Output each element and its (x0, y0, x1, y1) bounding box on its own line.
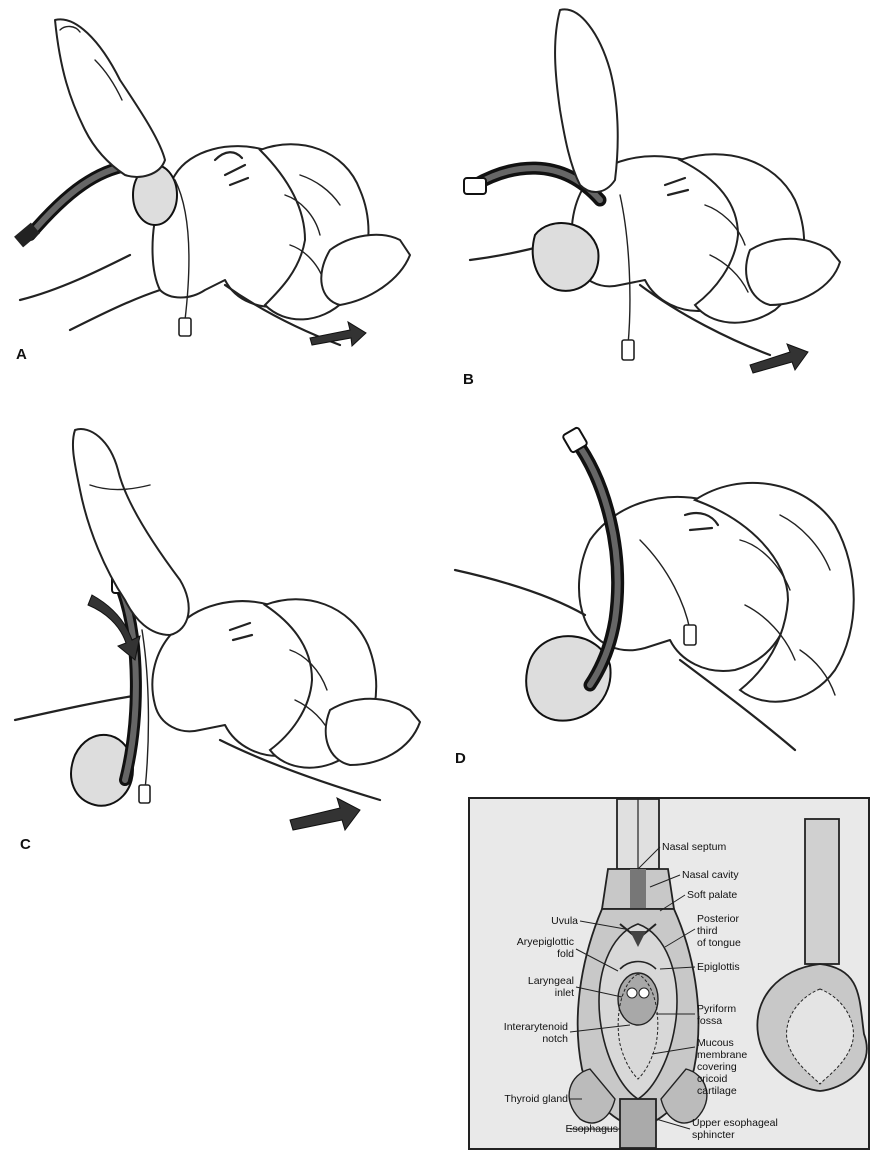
panel-b-illustration (440, 0, 873, 400)
label-posterior-third-1: Posterior (697, 913, 739, 925)
label-mucous-1: Mucous (697, 1037, 734, 1049)
label-pyriform-2: fossa (697, 1015, 722, 1027)
label-mucous-4: cricoid (697, 1073, 727, 1085)
label-laryngeal-1: Laryngeal (528, 975, 574, 987)
label-mucous-2: membrane (697, 1049, 747, 1061)
label-posterior-third-2: third (697, 925, 717, 937)
anatomy-inset: Nasal septum Nasal cavity Soft palate Po… (468, 797, 870, 1150)
label-esophagus: Esophagus (565, 1123, 618, 1135)
label-interarytenoid-2: notch (542, 1033, 568, 1045)
label-upper-esophageal-2: sphincter (692, 1129, 735, 1141)
panel-c-label: C (20, 836, 31, 853)
label-laryngeal-2: inlet (555, 987, 574, 999)
panel-a-label: A (16, 346, 27, 363)
label-epiglottis: Epiglottis (697, 961, 740, 973)
label-thyroid-gland: Thyroid gland (504, 1093, 568, 1105)
label-uvula: Uvula (551, 915, 578, 927)
panel-a-illustration (0, 0, 440, 380)
label-upper-esophageal-1: Upper esophageal (692, 1117, 778, 1129)
label-soft-palate: Soft palate (687, 889, 737, 901)
label-pyriform-1: Pyriform (697, 1003, 736, 1015)
label-nasal-septum: Nasal septum (662, 841, 726, 853)
label-interarytenoid-1: Interarytenoid (504, 1021, 568, 1033)
label-aryepiglottic-1: Aryepiglottic (517, 936, 574, 948)
panel-b-label: B (463, 371, 474, 388)
panel-d-label: D (455, 750, 466, 767)
label-aryepiglottic-2: fold (557, 948, 574, 960)
panel-d-illustration (440, 420, 873, 790)
label-nasal-cavity: Nasal cavity (682, 869, 739, 881)
label-mucous-3: covering (697, 1061, 737, 1073)
label-posterior-third-3: of tongue (697, 937, 741, 949)
panel-c-illustration (0, 420, 440, 840)
label-mucous-5: cartilage (697, 1085, 737, 1097)
